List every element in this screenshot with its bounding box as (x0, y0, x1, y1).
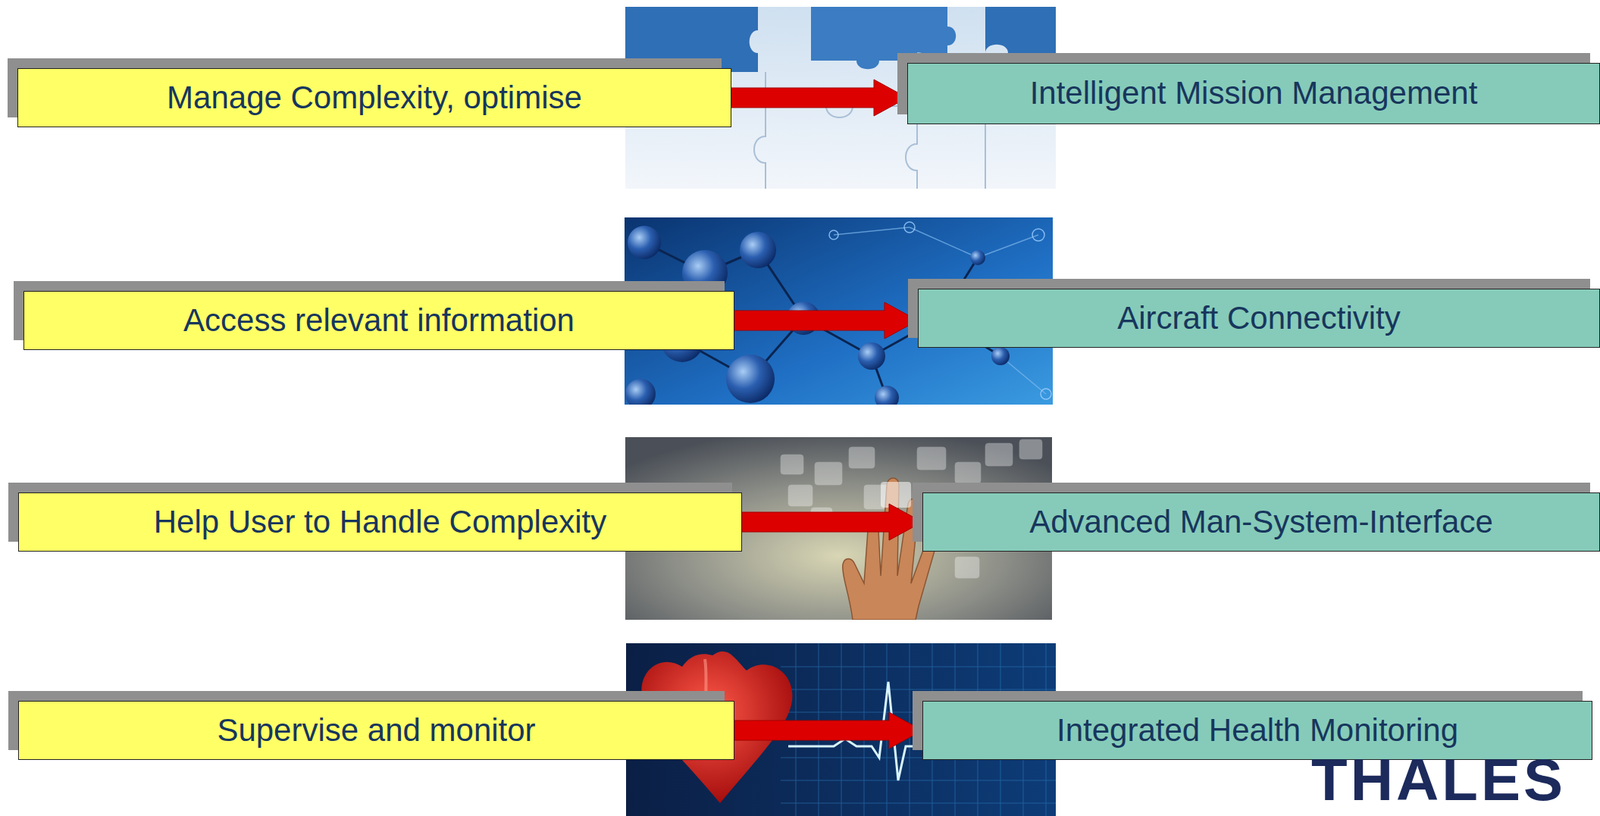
red-arrow (731, 79, 908, 116)
solution-box: Advanced Man-System-Interface (922, 492, 1600, 552)
goal-box: Manage Complexity, optimise (17, 68, 732, 128)
box-label: Supervise and monitor (216, 713, 536, 749)
box-label: Access relevant information (183, 303, 575, 339)
company-logo: THALES (1311, 750, 1566, 810)
goal-box: Access relevant information (23, 291, 735, 351)
box-label: Manage Complexity, optimise (166, 80, 583, 116)
box-label: Intelligent Mission Management (1030, 75, 1478, 111)
red-arrow (742, 504, 923, 541)
solution-box: Aircraft Connectivity (917, 288, 1600, 348)
box-label: Integrated Health Monitoring (1056, 713, 1459, 749)
red-arrow (734, 712, 923, 749)
solution-box: Intelligent Mission Management (907, 62, 1600, 125)
goal-box: Help User to Handle Complexity (18, 492, 743, 552)
red-arrow (734, 302, 918, 339)
goal-box: Supervise and monitor (18, 701, 735, 761)
box-label: Advanced Man-System-Interface (1029, 504, 1494, 540)
box-label: Aircraft Connectivity (1117, 300, 1400, 336)
box-label: Help User to Handle Complexity (153, 504, 608, 540)
